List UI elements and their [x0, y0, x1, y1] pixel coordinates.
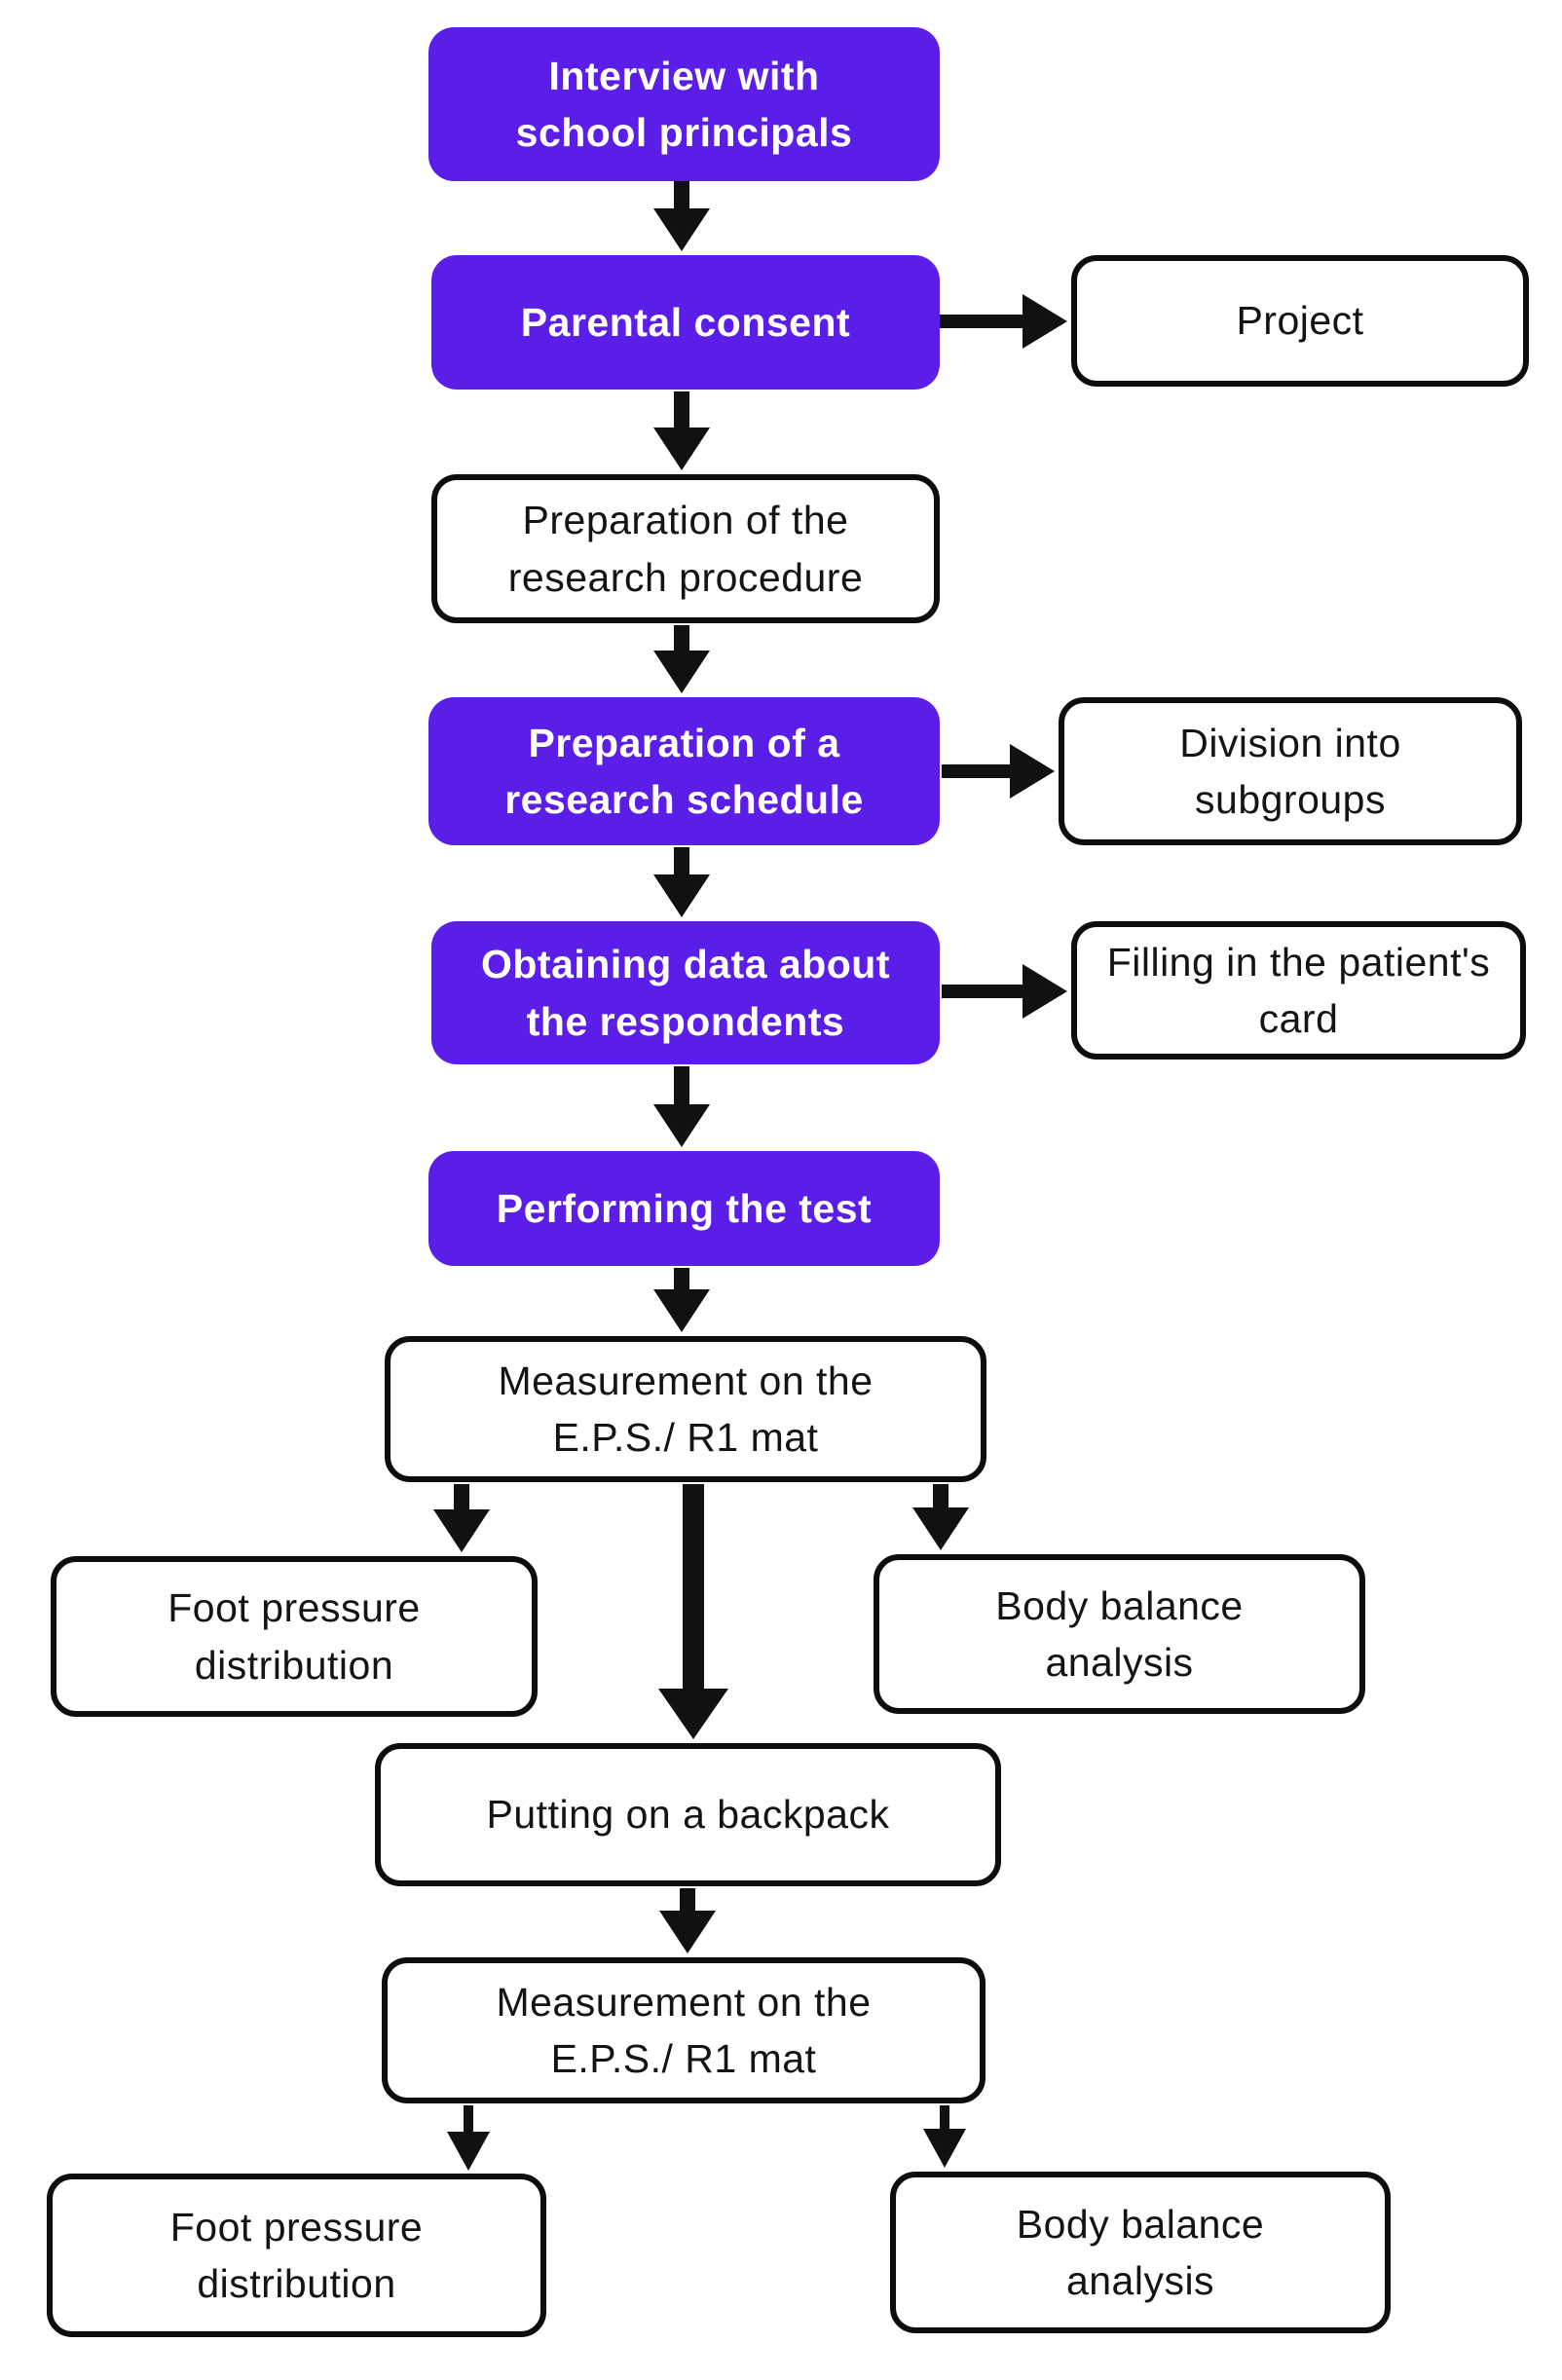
node-label: Preparation of a research schedule	[504, 720, 864, 822]
arrow-parental-to-project	[930, 294, 1067, 349]
node-label: Body balance analysis	[995, 1582, 1244, 1685]
node-label: Filling in the patient's card	[1106, 939, 1491, 1041]
flow-node-preparation-of-research-procedure: Preparation of the research procedure	[431, 474, 940, 623]
arrow-obtaining-to-performing	[653, 1066, 710, 1147]
flow-node-obtaining-data-about-respondents: Obtaining data about the respondents	[431, 921, 940, 1064]
node-label: Measurement on the E.P.S./ R1 mat	[498, 1357, 874, 1460]
flow-node-project: Project	[1071, 255, 1529, 387]
flow-node-filling-in-patients-card: Filling in the patient's card	[1071, 921, 1526, 1060]
flow-node-foot-pressure-distribution-2: Foot pressure distribution	[47, 2174, 546, 2337]
node-label: Project	[1236, 298, 1364, 344]
flow-node-measurement-eps-r1-mat-1: Measurement on the E.P.S./ R1 mat	[385, 1336, 986, 1482]
arrow-measurement2-to-body2	[923, 2105, 966, 2168]
arrow-prep-schedule-to-obtaining	[653, 847, 710, 917]
arrow-interview-to-parental	[653, 181, 710, 251]
flow-node-interview-with-school-principals: Interview with school principals	[428, 27, 940, 181]
arrow-prep-procedure-to-prep-schedule	[653, 625, 710, 693]
flow-node-putting-on-a-backpack: Putting on a backpack	[375, 1743, 1001, 1886]
node-label: Obtaining data about the respondents	[481, 942, 890, 1044]
node-label: Interview with school principals	[515, 53, 853, 155]
arrow-measurement1-to-foot1	[433, 1484, 490, 1552]
arrow-parental-to-prep-procedure	[653, 391, 710, 470]
flow-node-foot-pressure-distribution-1: Foot pressure distribution	[51, 1556, 538, 1717]
node-label: Parental consent	[520, 299, 851, 345]
arrow-obtaining-to-filling	[942, 964, 1067, 1019]
node-label: Foot pressure distribution	[167, 1585, 421, 1688]
flow-node-preparation-of-research-schedule: Preparation of a research schedule	[428, 697, 940, 845]
node-label: Preparation of the research procedure	[507, 498, 864, 600]
flow-node-measurement-eps-r1-mat-2: Measurement on the E.P.S./ R1 mat	[382, 1957, 986, 2103]
arrow-prep-schedule-to-division	[942, 744, 1055, 799]
flow-node-parental-consent: Parental consent	[431, 255, 940, 390]
node-label: Body balance analysis	[1016, 2201, 1265, 2303]
arrow-measurement1-to-backpack	[658, 1484, 728, 1739]
flow-node-body-balance-analysis-1: Body balance analysis	[874, 1554, 1365, 1714]
arrow-backpack-to-measurement2	[659, 1888, 716, 1953]
flow-node-division-into-subgroups: Division into subgroups	[1059, 697, 1522, 845]
node-label: Foot pressure distribution	[169, 2204, 424, 2306]
arrow-performing-to-measurement1	[653, 1268, 710, 1332]
node-label: Putting on a backpack	[486, 1792, 890, 1838]
node-label: Division into subgroups	[1179, 720, 1401, 822]
arrow-measurement1-to-body1	[912, 1484, 969, 1550]
arrow-measurement2-to-foot2	[447, 2105, 490, 2171]
flow-node-body-balance-analysis-2: Body balance analysis	[890, 2172, 1391, 2333]
flow-node-performing-the-test: Performing the test	[428, 1151, 940, 1266]
node-label: Performing the test	[496, 1185, 873, 1231]
node-label: Measurement on the E.P.S./ R1 mat	[496, 1979, 872, 2081]
